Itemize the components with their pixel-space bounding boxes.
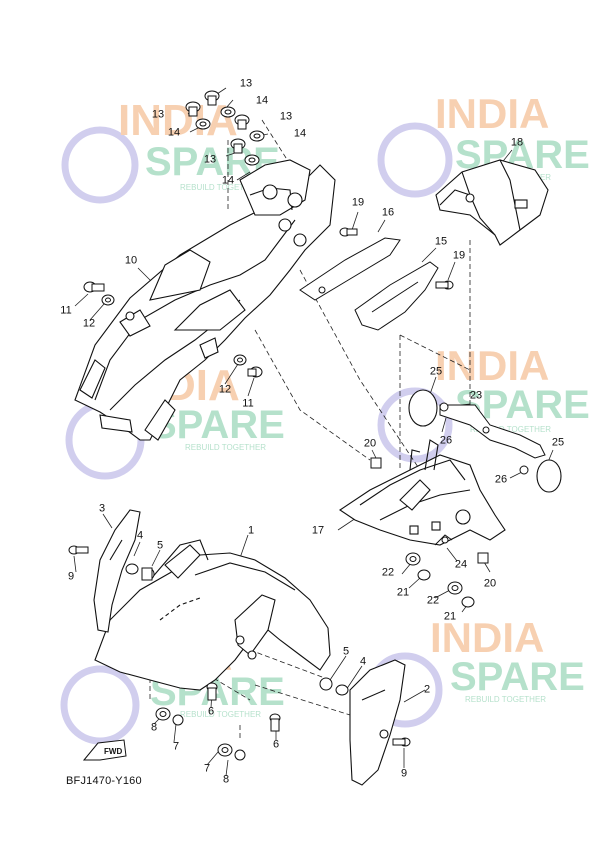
callout-1: 1 (247, 524, 255, 537)
callout-5: 5 (156, 539, 164, 552)
callout-13: 13 (279, 110, 293, 123)
hardware-front (68, 545, 411, 761)
grommets-21-22 (405, 552, 475, 608)
svg-text:INDIA: INDIA (430, 614, 544, 661)
callout-25: 25 (551, 436, 565, 449)
callout-5: 5 (342, 645, 350, 658)
callout-24: 24 (454, 558, 468, 571)
callout-11: 11 (242, 397, 254, 410)
callout-2: 2 (423, 683, 431, 696)
fwd-label: FWD (104, 747, 122, 756)
leader-lines (73, 87, 554, 777)
callout-4: 4 (136, 529, 144, 542)
watermark-line1: INDIA (118, 96, 238, 145)
watermark-tagline: REBUILD TOGETHER (180, 183, 261, 192)
clips-20 (370, 457, 489, 564)
hardware-13-14 (185, 90, 265, 166)
callout-22: 22 (381, 566, 395, 579)
callout-14: 14 (221, 174, 235, 187)
callout-12: 12 (218, 383, 232, 396)
watermark-logo-1: INDIA SPARE REBUILD TOGETHER (61, 96, 280, 204)
license-bracket (339, 439, 506, 546)
callout-8: 8 (222, 773, 230, 786)
callout-17: 17 (311, 524, 325, 537)
callout-3: 3 (98, 502, 106, 515)
callout-10: 10 (124, 254, 138, 267)
callout-25: 25 (429, 365, 443, 378)
side-cover-left (93, 509, 141, 633)
front-fender (94, 539, 331, 691)
callout-13: 13 (239, 77, 253, 90)
callout-13: 13 (203, 153, 217, 166)
hardware-11-12 (83, 281, 263, 378)
callout-9: 9 (400, 767, 408, 780)
callout-26: 26 (439, 434, 453, 447)
callout-7: 7 (172, 740, 180, 753)
callout-13: 13 (151, 108, 165, 121)
callout-12: 12 (82, 317, 96, 330)
svg-text:REBUILD TOGETHER: REBUILD TOGETHER (470, 425, 551, 434)
callout-20: 20 (483, 577, 497, 590)
callout-16: 16 (381, 206, 395, 219)
callout-6: 6 (207, 705, 215, 718)
watermark-logo-4: INDIA SPARE REBUILD TOGETHER (377, 342, 590, 463)
wire-24 (434, 534, 453, 546)
svg-text:INDIA: INDIA (435, 90, 549, 137)
callout-15: 15 (434, 235, 448, 248)
callout-19: 19 (351, 196, 365, 209)
callout-22: 22 (426, 594, 440, 607)
bracket-16 (299, 237, 401, 301)
reflector-bracket-23 (439, 404, 546, 459)
svg-text:INDIA: INDIA (435, 342, 549, 389)
callout-8: 8 (150, 721, 158, 734)
callout-21: 21 (396, 586, 410, 599)
svg-text:REBUILD TOGETHER: REBUILD TOGETHER (185, 443, 266, 452)
fwd-arrow-icon: FWD (82, 739, 127, 761)
callout-14: 14 (167, 126, 181, 139)
callout-19: 19 (452, 249, 466, 262)
callout-6: 6 (272, 738, 280, 751)
callout-9: 9 (67, 570, 75, 583)
callout-21: 21 (443, 610, 457, 623)
nuts-26 (439, 402, 529, 475)
watermark-logo-6: INDIA SPARE REBUILD TOGETHER (367, 614, 585, 728)
tail-cover (435, 159, 549, 246)
bolts-19 (339, 227, 454, 290)
svg-text:REBUILD TOGETHER: REBUILD TOGETHER (180, 710, 261, 719)
callout-4: 4 (359, 655, 367, 668)
callout-14: 14 (255, 94, 269, 107)
callout-18: 18 (510, 136, 524, 149)
callout-14: 14 (293, 127, 307, 140)
callout-23: 23 (469, 389, 483, 402)
rear-fender (74, 159, 336, 441)
bracket-15 (354, 261, 439, 331)
callout-7: 7 (203, 762, 211, 775)
svg-text:SPARE: SPARE (450, 655, 585, 699)
callout-11: 11 (60, 304, 72, 317)
callout-26: 26 (494, 473, 508, 486)
diagram-code: BFJ1470-Y160 (66, 775, 142, 787)
reflectors-25 (408, 389, 562, 493)
side-cover-right (349, 659, 406, 786)
callout-20: 20 (363, 437, 377, 450)
svg-text:REBUILD TOGETHER: REBUILD TOGETHER (465, 695, 546, 704)
